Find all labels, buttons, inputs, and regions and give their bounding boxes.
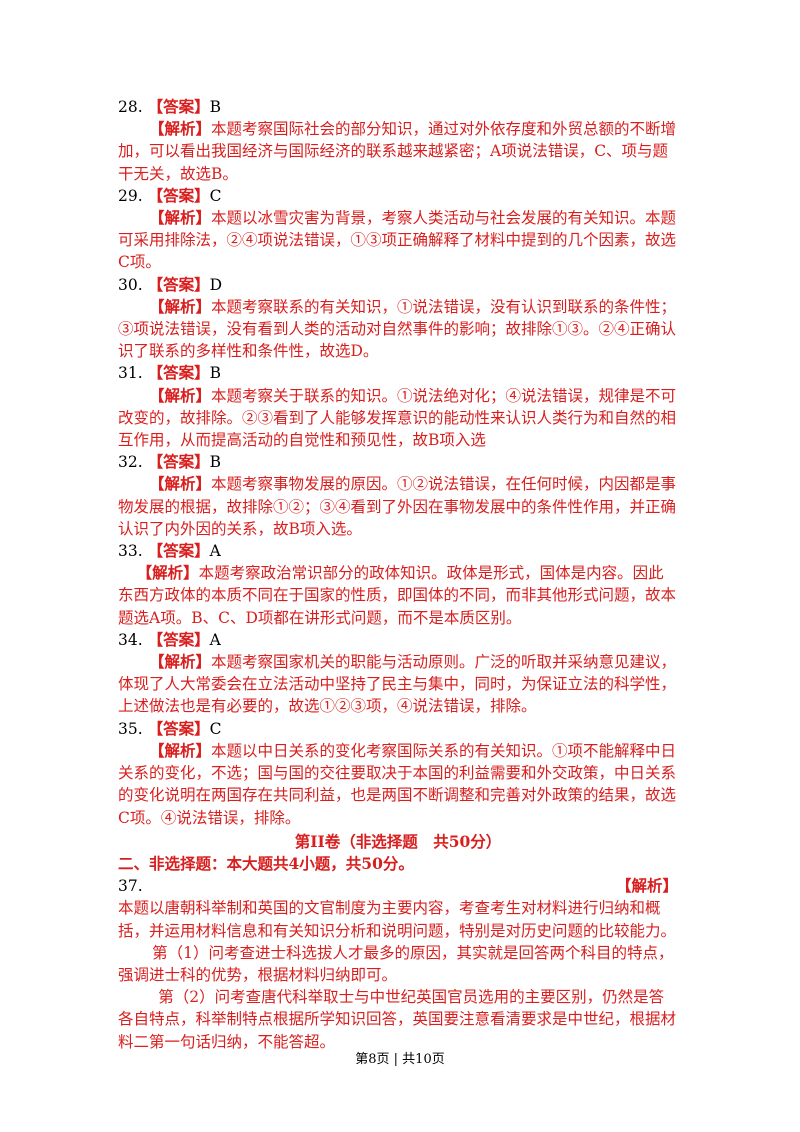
question-number: 31. <box>118 364 143 383</box>
explanation-text: 本题考察关于联系的知识。①说法绝对化；④说法错误，规律是不可改变的，故排除。②③… <box>118 386 677 450</box>
answer-line-31: 31. 【答案】B <box>118 362 678 384</box>
explanation-text: 本题考察政治常识部分的政体知识。政体是形式，国体是内容。因此东西方政体的本质不同… <box>118 564 677 627</box>
explanation-text: 本题考察事物发展的原因。①②说法错误，在任何时候，内因都是事物发展的根据，故排除… <box>118 475 677 538</box>
answer-tag: 【答案】 <box>147 718 210 738</box>
explanation-29: 【解析】本题以冰雪灾害为背景，考察人类活动与社会发展的有关知识。本题可采用排除法… <box>118 207 678 274</box>
explanation-tag: 【解析】 <box>149 652 212 672</box>
answer-value: A <box>209 542 221 561</box>
answer-line-28: 28. 【答案】B <box>118 96 678 118</box>
answer-line-32: 32. 【答案】B <box>118 451 678 473</box>
answer-value: B <box>209 98 221 116</box>
answer-line-30: 30. 【答案】D <box>118 274 678 296</box>
answer-line-35: 35. 【答案】C <box>118 718 678 740</box>
explanation-tag: 【解析】 <box>149 296 212 316</box>
explanation-30: 【解析】本题考察联系的有关知识，①说法错误，没有认识到联系的条件性；③项说法错误… <box>118 296 678 363</box>
explanation-tag: 【解析】 <box>149 740 212 760</box>
explanation-text: 本题考察国际社会的部分知识，通过对外依存度和外贸总额的不断增加，可以看出我国经济… <box>118 120 677 183</box>
answer-tag: 【答案】 <box>147 97 210 116</box>
explanation-tag: 【解析】 <box>149 385 212 405</box>
question-number: 32. <box>118 453 143 472</box>
answer-value: D <box>209 275 223 294</box>
answer-value: B <box>209 453 221 472</box>
explanation-tag: 【解析】 <box>615 876 678 896</box>
explanation-tag: 【解析】 <box>136 563 199 583</box>
answer-value: C <box>209 719 222 738</box>
question-37-header: 37. 【解析】 <box>118 875 678 897</box>
content-area: 28. 【答案】B 【解析】本题考察国际社会的部分知识，通过对外依存度和外贸总额… <box>118 96 678 1053</box>
question-37-part1: 第（1）问考查进士科选拔人才最多的原因，其实就是回答两个科目的特点，强调进士科的… <box>118 943 674 984</box>
answer-tag: 【答案】 <box>147 452 210 472</box>
explanation-34: 【解析】本题考察国家机关的职能与活动原则。广泛的听取并采纳意见建议，体现了人大常… <box>118 651 678 718</box>
question-37-intro: 本题以唐朝科举制和英国的文官制度为主要内容，考查考生对材料进行归纳和概括，并运用… <box>118 899 677 940</box>
question-number: 30. <box>118 275 143 294</box>
explanation-32: 【解析】本题考察事物发展的原因。①②说法错误，在任何时候，内因都是事物发展的根据… <box>118 473 678 540</box>
answer-tag: 【答案】 <box>147 274 210 294</box>
answer-line-34: 34. 【答案】A <box>118 629 678 651</box>
section-heading: 二、非选择题：本大题共4小题，共50分。 <box>118 853 414 873</box>
answer-tag: 【答案】 <box>147 185 210 205</box>
explanation-28: 【解析】本题考察国际社会的部分知识，通过对外依存度和外贸总额的不断增加，可以看出… <box>118 118 678 185</box>
explanation-33: 【解析】本题考察政治常识部分的政体知识。政体是形式，国体是内容。因此东西方政体的… <box>118 562 678 629</box>
explanation-35: 【解析】本题以中日关系的变化考察国际关系的有关知识。①项不能解释中日关系的变化，… <box>118 740 678 829</box>
question-number: 37. <box>118 877 143 896</box>
page-footer: 第8页 | 共10页 <box>355 1052 445 1067</box>
explanation-text: 本题以冰雪灾害为背景，考察人类活动与社会发展的有关知识。本题可采用排除法，②④项… <box>118 209 677 272</box>
question-number: 35. <box>118 719 143 738</box>
answer-tag: 【答案】 <box>147 541 210 561</box>
question-37-part2: 第（2）问考查唐代科举取士与中世纪英国官员选用的主要区别，仍然是答各自特点，科举… <box>118 988 677 1051</box>
section-title: 第II卷（非选择题 共50分） <box>294 831 502 851</box>
explanation-31: 【解析】本题考察关于联系的知识。①说法绝对化；④说法错误，规律是不可改变的，故排… <box>118 385 678 452</box>
answer-value: C <box>209 186 222 205</box>
question-number: 29. <box>118 186 143 205</box>
answer-line-29: 29. 【答案】C <box>118 185 678 207</box>
question-number: 34. <box>118 630 143 649</box>
explanation-text: 本题考察联系的有关知识，①说法错误，没有认识到联系的条件性；③项说法错误，没有看… <box>118 297 677 361</box>
answer-value: B <box>209 364 221 383</box>
question-number: 33. <box>118 542 143 561</box>
answer-value: A <box>209 630 221 649</box>
explanation-tag: 【解析】 <box>149 474 212 494</box>
explanation-tag: 【解析】 <box>149 119 212 139</box>
answer-tag: 【答案】 <box>147 363 210 383</box>
question-number: 28. <box>118 98 143 116</box>
explanation-text: 本题考察国家机关的职能与活动原则。广泛的听取并采纳意见建议，体现了人大常委会在立… <box>118 653 677 716</box>
answer-line-33: 33. 【答案】A <box>118 540 678 562</box>
explanation-tag: 【解析】 <box>149 208 212 228</box>
explanation-text: 本题以中日关系的变化考察国际关系的有关知识。①项不能解释中日关系的变化，不选；国… <box>118 741 677 827</box>
answer-tag: 【答案】 <box>147 629 210 649</box>
